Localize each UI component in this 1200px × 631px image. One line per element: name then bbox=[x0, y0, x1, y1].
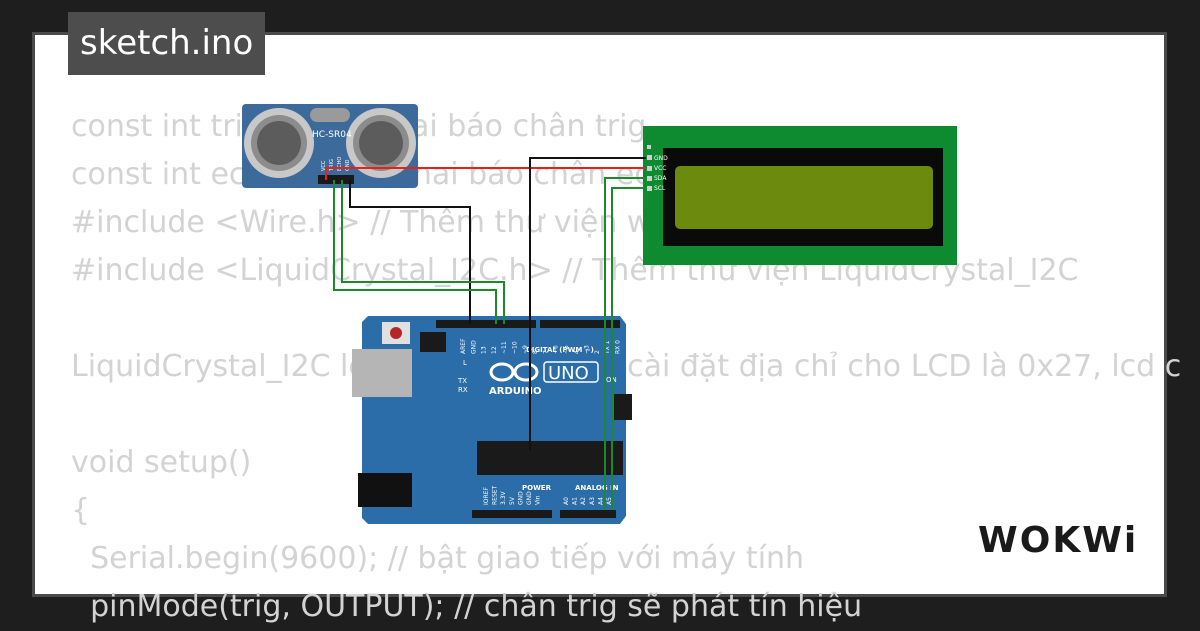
analog-header bbox=[560, 510, 616, 518]
pin-label: IOREF bbox=[483, 487, 490, 505]
sda-wire[interactable] bbox=[604, 177, 646, 510]
pin-label: AREF bbox=[460, 338, 467, 354]
lcd-pin-gnd: GND bbox=[654, 155, 668, 162]
led-label-l: L bbox=[463, 359, 467, 367]
pin-label: Vin bbox=[535, 495, 542, 505]
uno-label: UNO bbox=[548, 363, 589, 384]
code-line: LiquidCrystal_I2C lcd(0x27, 16, 2); // c… bbox=[71, 349, 1182, 384]
lcd-pin-sda: SDA bbox=[654, 175, 667, 182]
pin-label: A3 bbox=[589, 497, 596, 505]
pin-label: 12 bbox=[491, 346, 498, 354]
pin-label: 5V bbox=[509, 496, 516, 505]
pin-label: RESET bbox=[492, 485, 499, 505]
atmega-chip bbox=[477, 441, 623, 475]
pin-label: ~11 bbox=[501, 341, 508, 354]
pin-label: A1 bbox=[572, 497, 579, 505]
pin-label: 7 bbox=[542, 350, 549, 354]
sensor-label: HC-SR04 bbox=[312, 130, 352, 140]
led-label-rx: RX bbox=[458, 386, 468, 394]
pin-label: ~3 bbox=[584, 345, 591, 354]
lcd-display[interactable]: GND VCC SDA SCL bbox=[643, 126, 957, 265]
power-label: POWER bbox=[522, 484, 552, 492]
hc-sr04-sensor[interactable]: HC-SR04 VCC TRIG ECHO GND bbox=[242, 104, 418, 188]
lcd-screen bbox=[675, 166, 933, 229]
led-label-tx: TX bbox=[457, 377, 467, 385]
gnd-wire-lcd[interactable] bbox=[529, 157, 646, 450]
pin-label: GND bbox=[517, 491, 524, 505]
vcc-wire[interactable] bbox=[325, 167, 646, 180]
pin-label: A5 bbox=[606, 497, 613, 505]
echo-wire[interactable] bbox=[341, 180, 505, 324]
code-line: pinMode(trig, OUTPUT); // chân trig sẽ p… bbox=[71, 589, 863, 624]
code-line: void setup() bbox=[71, 445, 252, 480]
pin-label: RX 0 bbox=[615, 340, 622, 354]
icsp-header bbox=[420, 332, 446, 352]
pin-label: 3.3V bbox=[500, 490, 507, 505]
crystal bbox=[310, 108, 350, 122]
trig-wire[interactable] bbox=[333, 180, 497, 324]
sensor-pin-vcc: VCC bbox=[321, 160, 327, 171]
pin-label: 2 bbox=[594, 350, 601, 354]
analog-in-label: ANALOG IN bbox=[575, 484, 619, 492]
lcd-pin-vcc: VCC bbox=[654, 165, 666, 172]
pin-label: ~9 bbox=[522, 345, 529, 354]
power-jack bbox=[358, 473, 412, 507]
file-tab[interactable]: sketch.ino bbox=[68, 12, 266, 75]
pin-label: 4 bbox=[573, 350, 580, 354]
pin-label: 13 bbox=[481, 346, 488, 354]
uno-badge bbox=[543, 361, 599, 383]
transducer-right bbox=[346, 108, 416, 178]
wokwi-logo: WOKWi bbox=[978, 520, 1139, 561]
power-header bbox=[472, 510, 552, 518]
digital-pwm-label: DIGITAL (PWM ~) bbox=[526, 346, 594, 354]
pin-label: GND bbox=[526, 491, 533, 505]
sensor-pin-echo: ECHO bbox=[337, 157, 343, 171]
pin-label: GND bbox=[470, 340, 477, 354]
pin-label: TX 1 bbox=[604, 340, 611, 355]
gnd-wire[interactable] bbox=[349, 180, 471, 324]
sensor-pin-trig: TRIG bbox=[329, 159, 335, 172]
pin-label: ~10 bbox=[512, 341, 519, 354]
reset-button[interactable] bbox=[390, 327, 402, 339]
transducer-left bbox=[244, 108, 314, 178]
usb-connector bbox=[352, 349, 412, 397]
digital-header-2 bbox=[540, 320, 620, 328]
arduino-logo bbox=[489, 362, 539, 382]
lcd-pin-scl: SCL bbox=[654, 185, 666, 192]
pin-label: A2 bbox=[580, 497, 587, 505]
digital-header bbox=[436, 320, 536, 328]
pin-label: 8 bbox=[532, 350, 539, 354]
code-line: Serial.begin(9600); // bật giao tiếp với… bbox=[71, 541, 805, 576]
sensor-pin-gnd: GND bbox=[345, 159, 351, 171]
arduino-brand: ARDUINO bbox=[489, 386, 541, 397]
code-line: #include <Wire.h> // Thêm thư viện wire bbox=[71, 205, 690, 240]
pin-label: ~5 bbox=[563, 345, 570, 354]
pin-label: A4 bbox=[597, 497, 604, 505]
code-line: { bbox=[71, 493, 91, 528]
lcd-pin-header bbox=[647, 145, 652, 191]
arduino-uno[interactable]: UNO ARDUINO DIGITAL (PWM ~) POWER ANALOG… bbox=[352, 316, 632, 524]
scl-wire[interactable] bbox=[611, 187, 646, 510]
sensor-pin-header bbox=[318, 175, 354, 184]
pin-label: A0 bbox=[563, 497, 570, 505]
pin-label: ~6 bbox=[553, 345, 560, 354]
icsp-header-2 bbox=[614, 394, 632, 420]
wires bbox=[325, 157, 646, 510]
